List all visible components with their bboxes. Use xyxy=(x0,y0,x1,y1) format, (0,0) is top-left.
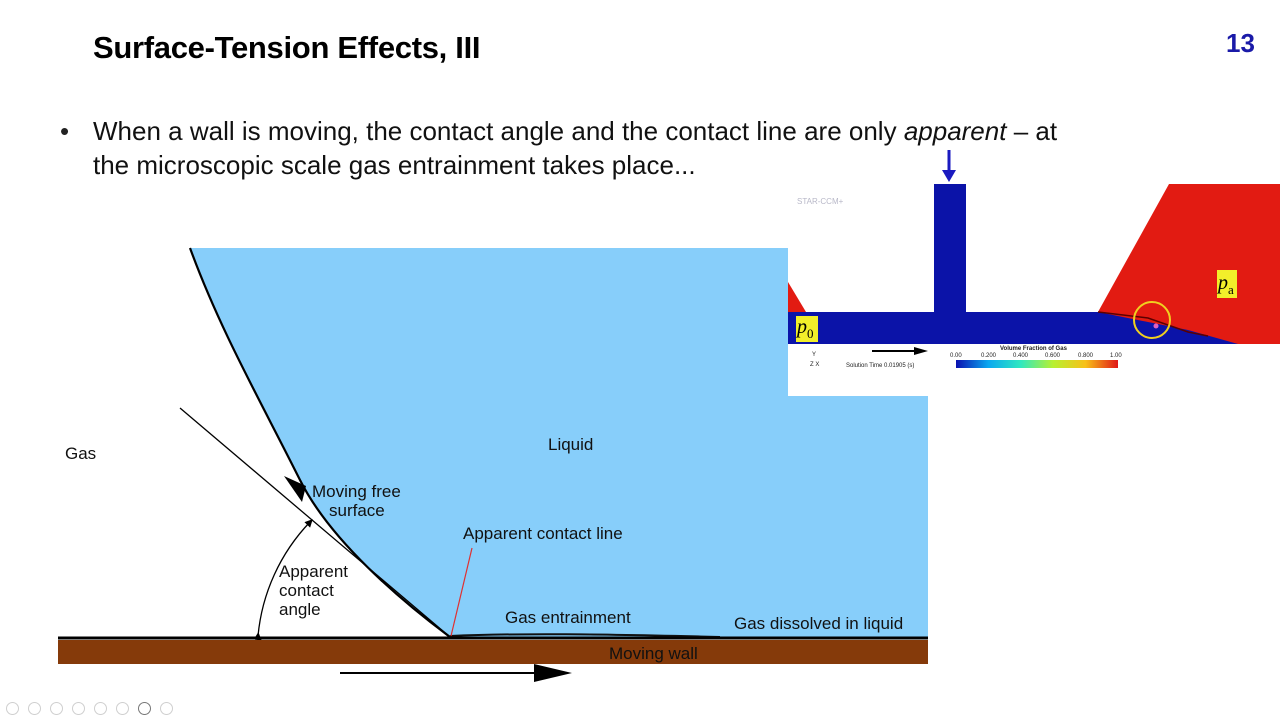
label-liquid: Liquid xyxy=(548,435,594,454)
bullet-text-line-2: the microscopic scale gas entrainment ta… xyxy=(93,150,696,180)
label-gas-entrainment: Gas entrainment xyxy=(505,608,631,627)
slide-title: Surface-Tension Effects, III xyxy=(93,30,481,65)
bullet-text-part-2: – at xyxy=(1006,116,1058,146)
cfd-simulation-image xyxy=(788,150,1280,396)
liquid-region xyxy=(190,248,928,637)
cfd-label-pa: pa xyxy=(1218,272,1234,298)
cfd-colorbar-title: Volume Fraction of Gas xyxy=(1000,346,1067,352)
cfd-marker-circle xyxy=(1133,301,1171,339)
cfd-watermark: STAR-CCM+ xyxy=(797,197,844,206)
label-apparent-contact-angle-3: angle xyxy=(279,600,321,619)
label-gas-dissolved: Gas dissolved in liquid xyxy=(734,614,904,633)
gas-entrainment-film xyxy=(449,633,721,638)
previous-slide-icon[interactable] xyxy=(6,702,19,715)
label-apparent-contact-line: Apparent contact line xyxy=(463,524,623,543)
label-moving-free-surface-1: Moving free xyxy=(312,482,401,501)
cfd-left-gas-region xyxy=(788,282,806,312)
cfd-label-pa-base: p xyxy=(1218,272,1228,294)
cfd-flow-arrowhead xyxy=(914,347,928,355)
cfd-label-p0-base: p xyxy=(797,316,807,338)
label-moving-free-surface-2: surface xyxy=(329,501,385,520)
cfd-inlet xyxy=(934,184,966,314)
next-slide-icon[interactable] xyxy=(28,702,41,715)
label-moving-wall: Moving wall xyxy=(609,644,698,663)
cfd-bubble-trail xyxy=(1097,311,1209,337)
contact-line-pointer xyxy=(450,547,473,637)
cfd-colorbar-tick: 0.600 xyxy=(1045,353,1061,359)
bullet-text-line-1: When a wall is moving, the contact angle… xyxy=(93,116,1057,147)
see-all-slides-icon[interactable] xyxy=(72,702,85,715)
zoom-icon[interactable] xyxy=(94,702,107,715)
label-apparent-contact-angle-1: Apparent xyxy=(279,562,348,581)
cfd-colorbar xyxy=(956,360,1118,368)
label-gas: Gas xyxy=(65,444,97,463)
bullet-text-italic: apparent xyxy=(903,116,1007,146)
cfd-colorbar-tick: 0.800 xyxy=(1078,353,1094,359)
cfd-label-pa-bg xyxy=(1217,270,1237,298)
subtitles-icon[interactable] xyxy=(116,702,129,715)
free-surface-arrow xyxy=(284,476,306,502)
wall-motion-arrowhead xyxy=(534,664,572,682)
more-options-icon[interactable] xyxy=(160,702,173,715)
cfd-axis-y: Y xyxy=(812,352,817,358)
slide-number: 13 xyxy=(1226,28,1255,58)
cfd-colorbar-tick: 1.00 xyxy=(1110,353,1122,359)
pen-icon[interactable] xyxy=(50,702,63,715)
contact-angle-arc xyxy=(253,519,313,641)
tangent-line xyxy=(179,407,451,638)
cfd-colorbar-tick: 0.00 xyxy=(950,353,962,359)
bullet-text-part-1: When a wall is moving, the contact angle… xyxy=(93,116,904,146)
cfd-marker-dot xyxy=(1153,323,1159,329)
moving-wall xyxy=(58,640,928,664)
cfd-colorbar-tick: 0.400 xyxy=(1013,353,1029,359)
cfd-axis-zx: Z X xyxy=(810,362,820,368)
cfd-label-p0: p0 xyxy=(797,316,814,342)
camera-icon[interactable] xyxy=(138,702,151,715)
cfd-colorbar-tick: 0.200 xyxy=(981,353,997,359)
cfd-label-p0-sub: 0 xyxy=(807,326,814,341)
label-apparent-contact-angle-2: contact xyxy=(279,581,334,600)
cfd-label-pa-sub: a xyxy=(1228,282,1234,297)
cfd-solution-time: Solution Time 0.01905 (s) xyxy=(846,363,915,369)
cfd-label-p0-bg xyxy=(796,316,818,342)
bullet-marker: • xyxy=(60,116,70,146)
cfd-inlet-arrowhead xyxy=(942,170,956,182)
free-surface-curve xyxy=(188,247,451,638)
